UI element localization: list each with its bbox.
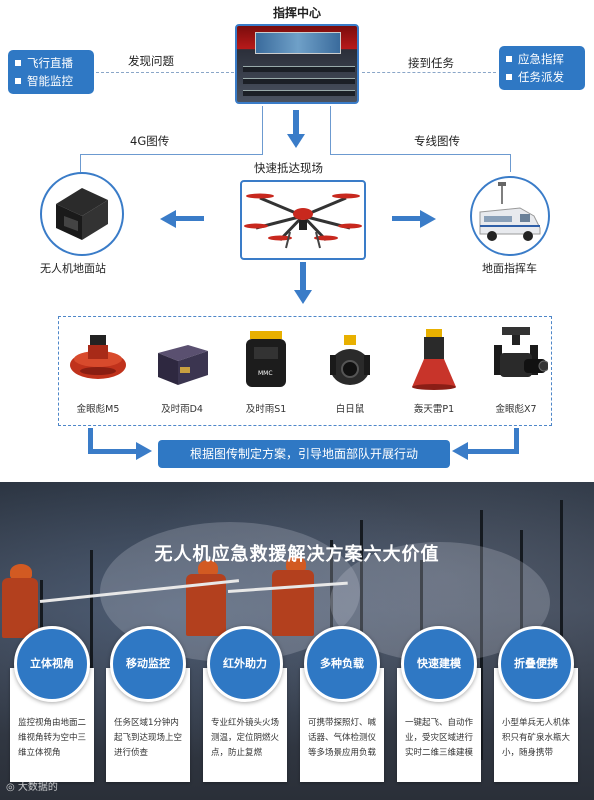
command-vehicle-label: 地面指挥车 <box>482 262 537 275</box>
bullet-icon <box>15 60 21 66</box>
payload-item: 金眼彪M5 <box>61 325 135 415</box>
values-title: 无人机应急救援解决方案六大价值 <box>154 544 440 565</box>
value-title-badge: 移动监控 <box>110 626 186 702</box>
value-title-badge: 多种负载 <box>304 626 380 702</box>
payload-label: 轰天雷P1 <box>413 404 455 415</box>
right-feature-box: 应急指挥 任务派发 <box>499 46 585 90</box>
command-center-image <box>235 24 359 104</box>
command-center-title: 指挥中心 <box>272 6 321 20</box>
left-feature-box: 飞行直播 智能监控 <box>8 50 94 94</box>
connector-line <box>510 154 511 172</box>
down-arrow-icon <box>294 262 312 308</box>
value-description: 监控视角由地面二维视角转为空中三维立体视角 <box>18 718 87 758</box>
feature-item: 任务派发 <box>518 70 564 84</box>
payload-label: 金眼彪X7 <box>495 404 537 415</box>
feature-item: 智能监控 <box>27 74 73 88</box>
dropper-icon: MMC <box>234 325 298 391</box>
connector-line <box>362 72 496 73</box>
watermark: ◎ 大数据的 <box>6 778 58 793</box>
down-arrow-icon <box>287 110 305 150</box>
payload-label: 白日鼠 <box>335 404 365 415</box>
command-vehicle-image <box>470 176 550 256</box>
zoom-camera-icon <box>484 325 550 391</box>
value-title-badge: 折叠便携 <box>498 626 574 702</box>
drone-image <box>240 180 366 260</box>
searchlight-icon <box>66 325 130 391</box>
value-title-badge: 立体视角 <box>14 626 90 702</box>
connector-line <box>80 154 263 155</box>
svg-text:MMC: MMC <box>258 370 273 377</box>
feature-item: 飞行直播 <box>27 56 73 70</box>
ground-station-image <box>40 172 124 256</box>
left-arrow-icon <box>452 428 522 460</box>
ground-station-label: 无人机地面站 <box>40 262 106 275</box>
gimbal-camera-icon <box>318 325 382 391</box>
payload-item: 及时雨D4 <box>145 325 219 415</box>
payload-item: 轰天雷P1 <box>397 325 471 415</box>
plan-banner: 根据图传制定方案，引导地面部队开展行动 <box>158 440 450 468</box>
connector-line <box>330 154 510 155</box>
connector-line <box>80 154 81 172</box>
right-arrow-icon <box>88 428 158 460</box>
value-description: 一键起飞、自动作业，受灾区域进行实时二维三维建模 <box>405 718 474 758</box>
4g-transmission-label: 4G图传 <box>130 134 170 148</box>
value-description: 可携带探照灯、喊话器、气体检测仪等多场景应用负载 <box>308 718 377 758</box>
payload-label: 及时雨S1 <box>245 404 287 415</box>
payload-label: 及时雨D4 <box>161 404 203 415</box>
bullet-icon <box>506 74 512 80</box>
sprayer-icon <box>150 325 214 391</box>
connector-line <box>330 106 331 154</box>
payload-label: 金眼彪M5 <box>76 404 120 415</box>
feature-item: 应急指挥 <box>518 52 564 66</box>
bullet-icon <box>15 78 21 84</box>
connector-line <box>96 72 234 73</box>
megaphone-icon <box>402 325 466 391</box>
arrive-label: 快速抵达现场 <box>254 161 323 175</box>
right-arrow-icon <box>392 210 436 228</box>
value-title-badge: 快速建模 <box>401 626 477 702</box>
value-description: 任务区域1分钟内起飞到达现场上空进行侦查 <box>114 718 183 758</box>
watermark-icon: ◎ <box>6 782 18 793</box>
left-arrow-icon <box>160 210 204 228</box>
dedicated-transmission-label: 专线图传 <box>414 134 460 148</box>
value-description: 专业红外镜头火场测温，定位阴燃火点，防止复燃 <box>211 718 280 758</box>
payload-item: MMC 及时雨S1 <box>229 325 303 415</box>
watermark-text: 大数据的 <box>17 782 58 793</box>
architecture-diagram: 指挥中心 飞行直播 智能监控 应急指挥 任务派发 发现问题 接到任务 4G图传 … <box>8 6 585 468</box>
receive-label: 接到任务 <box>408 56 454 70</box>
payload-panel: 金眼彪M5 及时雨D4 MMC 及 <box>58 316 552 426</box>
payload-item: 金眼彪X7 <box>479 325 553 415</box>
bullet-icon <box>506 56 512 62</box>
value-title-badge: 红外助力 <box>207 626 283 702</box>
discover-label: 发现问题 <box>128 54 174 68</box>
payload-item: 白日鼠 <box>313 325 387 415</box>
connector-line <box>262 106 263 154</box>
value-description: 小型单兵无人机体积只有矿泉水瓶大小，随身携带 <box>502 718 571 758</box>
